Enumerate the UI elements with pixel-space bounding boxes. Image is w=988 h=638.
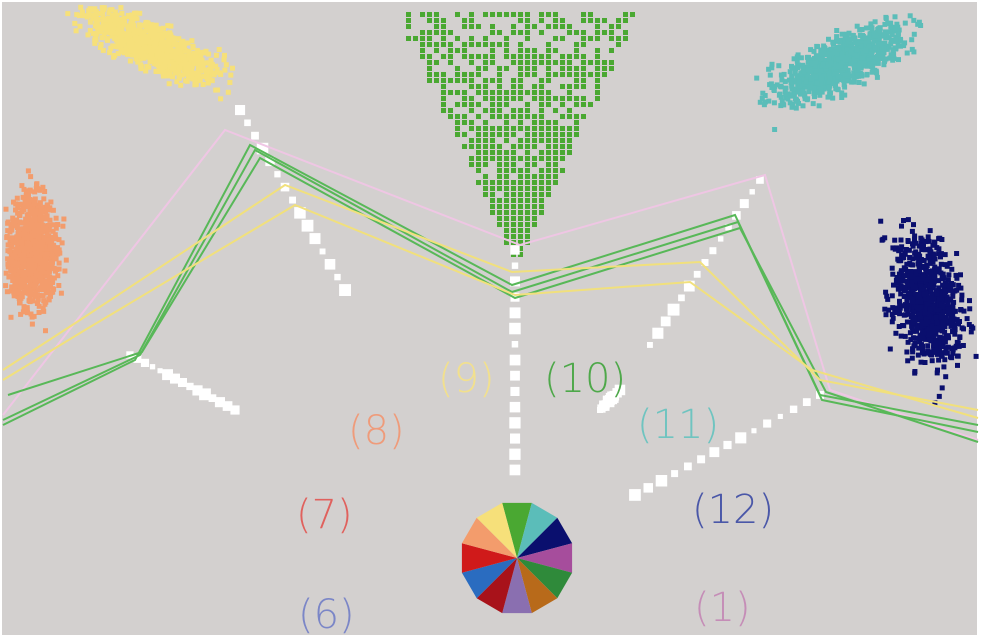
color-wheel-wedge (476, 502, 517, 558)
color-wheel-wedge (517, 543, 573, 573)
label-7: (7) (296, 492, 353, 538)
label-1: (1) (694, 585, 751, 631)
color-wheel-wedge (517, 502, 558, 558)
label-11: (11) (637, 402, 720, 448)
color-wheel-wedge (476, 558, 517, 614)
connector-line-4 (7, 156, 979, 443)
color-wheel-wedge (517, 558, 558, 614)
cluster-9-yellow (65, 4, 235, 102)
connector-line-6 (2, 203, 979, 419)
color-wheel-wedge (517, 517, 573, 558)
cluster-10-green (406, 12, 635, 257)
connector-line-5 (2, 183, 979, 411)
cluster-11-teal (754, 13, 924, 132)
color-wheel-wedge (461, 558, 517, 599)
connector-line-3 (2, 148, 979, 433)
color-wheel-wedge (502, 558, 532, 614)
color-wheel-wedge (517, 558, 573, 599)
color-wheel-wedge (502, 502, 532, 558)
color-wheel-wedge (461, 543, 517, 573)
label-9: (9) (438, 356, 495, 402)
label-10: (10) (544, 356, 627, 402)
label-8: (8) (348, 408, 405, 454)
axis-streaks (126, 105, 824, 501)
cluster-8-orange (3, 168, 69, 334)
color-wheel-wedge (461, 517, 517, 558)
label-6: (6) (298, 592, 355, 638)
label-12: (12) (692, 487, 775, 533)
cluster-12-navy (878, 217, 979, 406)
color-wheel (461, 502, 573, 614)
connector-line-1 (2, 128, 979, 441)
